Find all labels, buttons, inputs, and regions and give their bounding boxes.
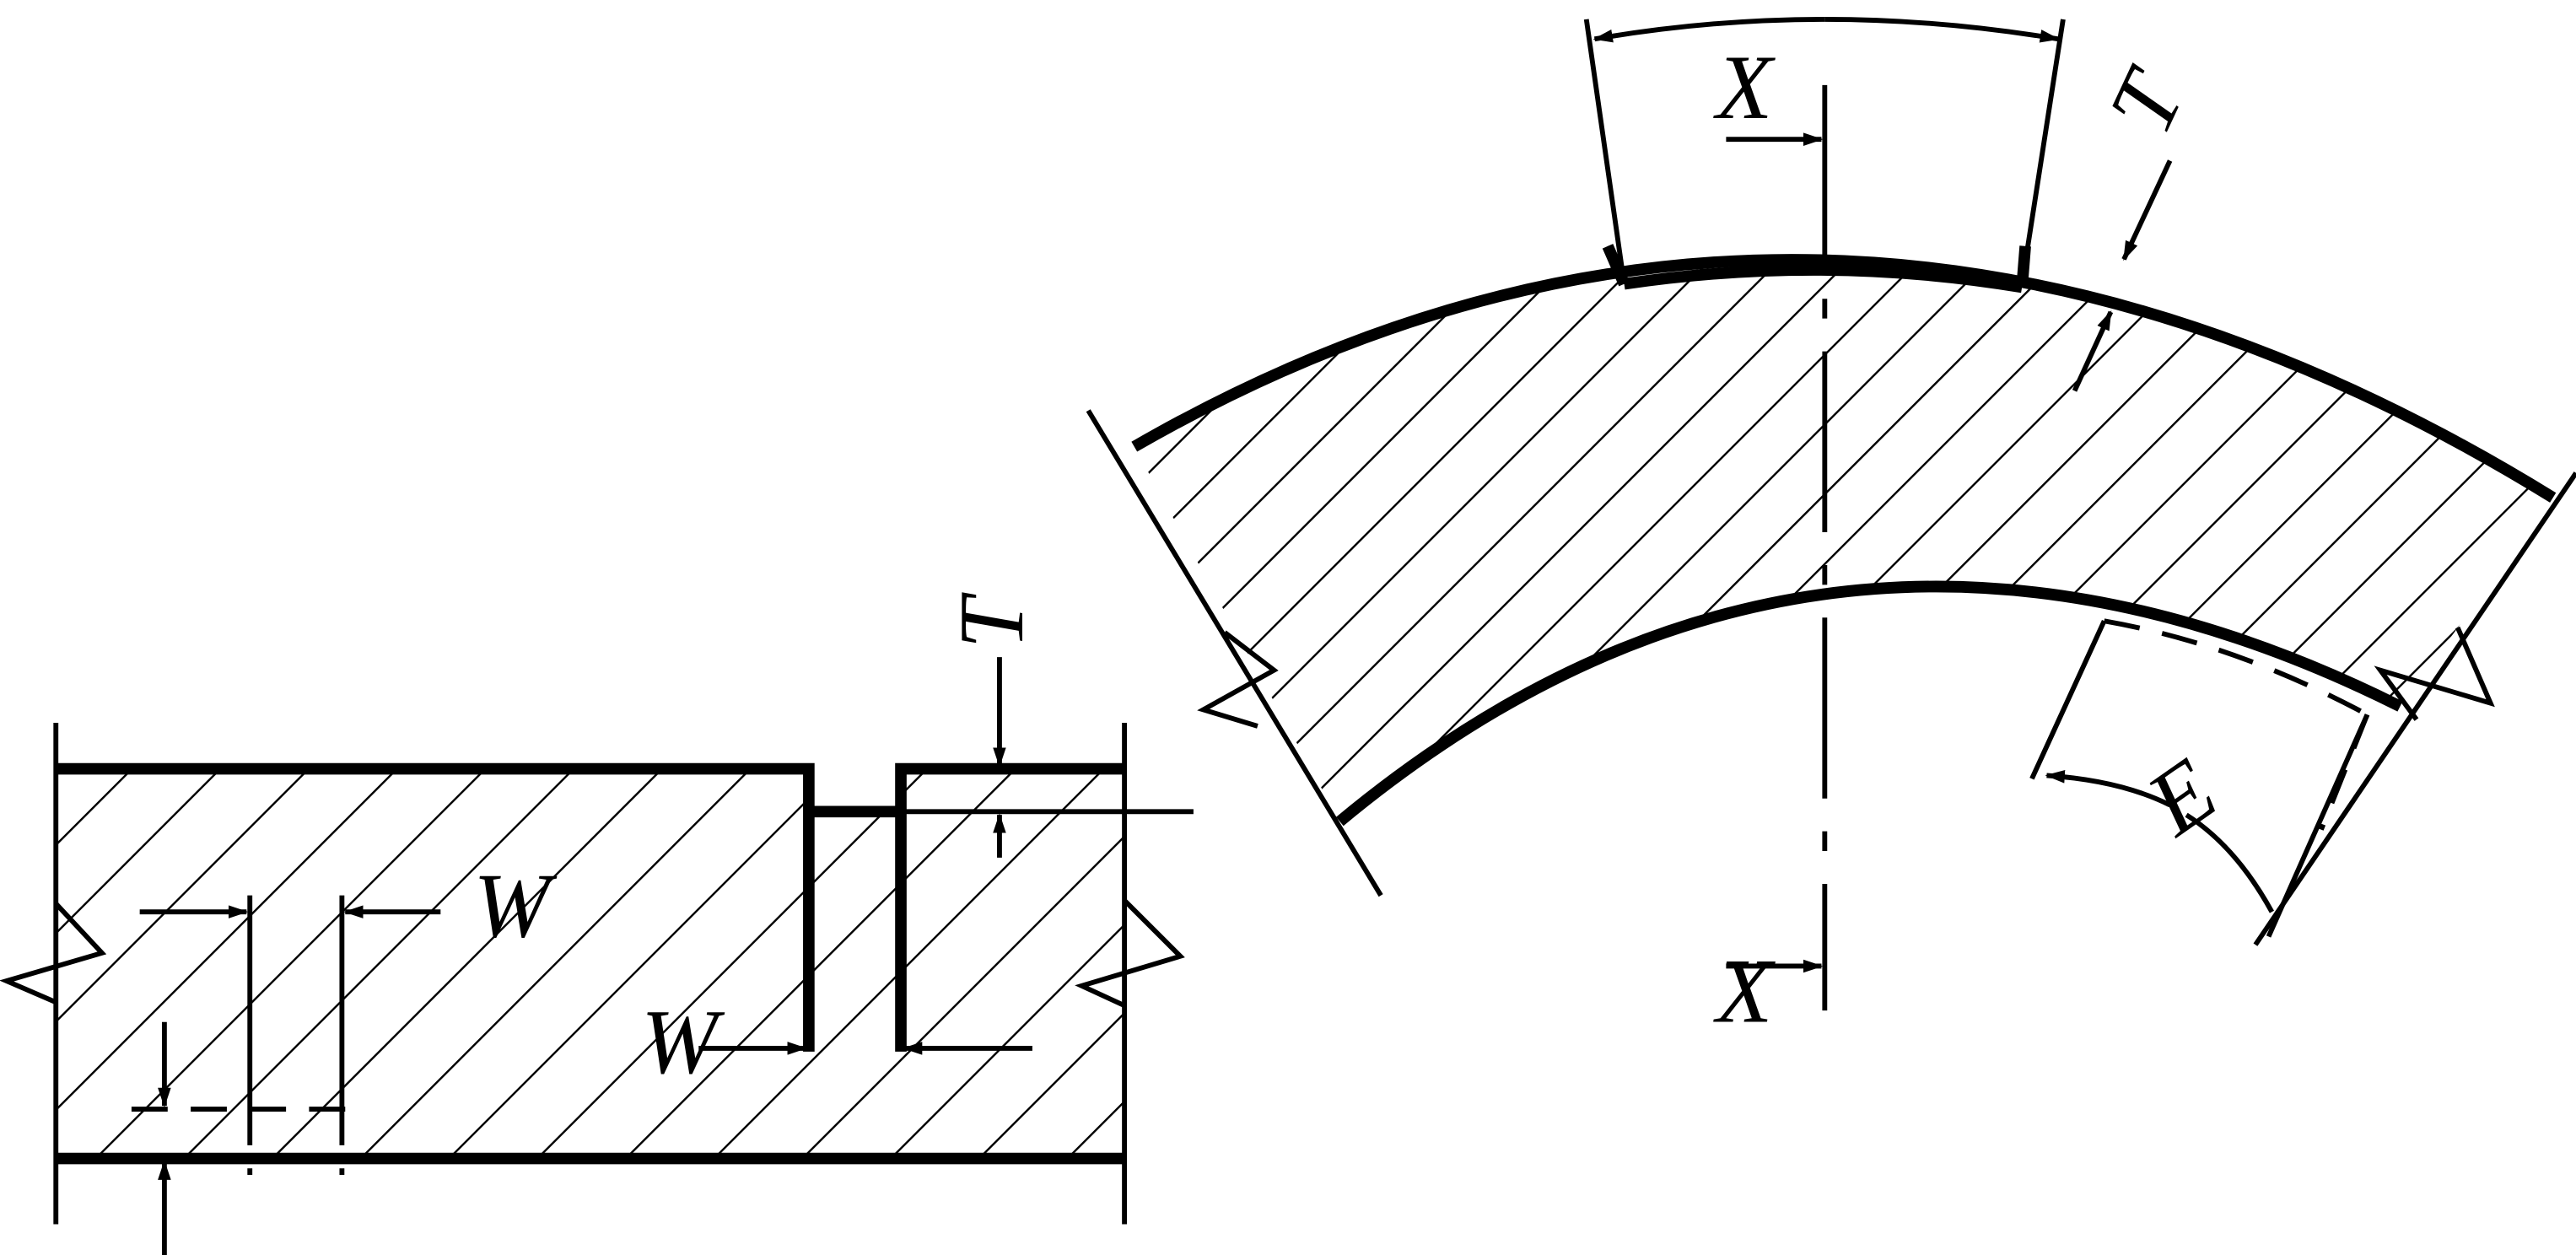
e-ext-left <box>2029 619 2107 780</box>
plate-top-edge <box>56 762 1125 1052</box>
e-ext-right <box>2266 714 2370 938</box>
w-groove-label: W <box>641 991 725 1093</box>
t-right-label: T <box>2089 53 2206 148</box>
notch-ext-right <box>2023 19 2066 263</box>
pipe-right-edge <box>2253 471 2576 946</box>
notch-width-arc <box>1592 16 1825 43</box>
pipe-outer-arc <box>1131 254 2557 503</box>
w-left-label: W <box>473 854 558 956</box>
pipe-hatching <box>1134 259 2553 821</box>
plate-hatching <box>56 768 1125 1159</box>
notch-width-arc-r <box>1824 16 2061 43</box>
pipe-right-break <box>2374 626 2495 721</box>
embedded-flaw-outline <box>2104 618 2369 717</box>
pipe-left-break <box>1197 630 1279 729</box>
notch-ext-left <box>1583 19 1627 285</box>
notch-bottom-arc <box>1623 264 2024 294</box>
x-top-label: X <box>1713 36 1776 138</box>
x-bottom-label: X <box>1713 940 1776 1042</box>
e-dimension-arc <box>2045 770 2171 808</box>
t-right-arrow-out <box>2072 310 2114 392</box>
curved-pipe-section: X X T E <box>1086 16 2576 1042</box>
t-right-arrow-in <box>2121 159 2173 261</box>
t-left-label: T <box>940 591 1043 649</box>
left-break-mark <box>0 902 107 1005</box>
flat-plate-section: W W T <box>0 591 1194 1255</box>
e-dimension-arc-r <box>2185 812 2275 913</box>
pipe-left-edge <box>1086 409 1383 897</box>
pipe-inner-arc <box>1336 580 2403 827</box>
right-break-mark <box>1075 898 1185 1008</box>
